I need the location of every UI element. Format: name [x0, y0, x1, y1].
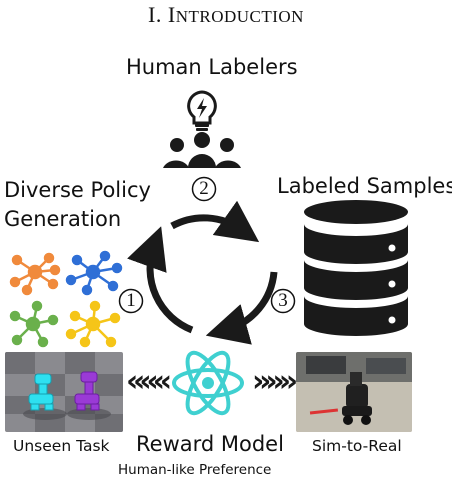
sim-to-real-image	[296, 352, 412, 432]
cycle-arrows-icon	[127, 200, 278, 345]
section-heading: I. INTRODUCTION	[0, 2, 452, 28]
human-labelers-label: Human Labelers	[126, 55, 298, 79]
section-number: I.	[148, 2, 162, 27]
sim-to-real-label: Sim-to-Real	[312, 437, 402, 455]
unseen-task-label: Unseen Task	[13, 437, 110, 455]
reward-model-atom-icon	[172, 350, 244, 416]
diverse-policy-label-line1: Diverse Policy	[4, 178, 151, 202]
reward-model-label: Reward Model	[136, 432, 284, 456]
policy-network-yellow-icon	[65, 300, 121, 348]
step-1-marker	[118, 288, 144, 314]
step-2-label: 2	[199, 178, 209, 199]
step-1-label: 1	[126, 290, 136, 311]
policy-network-blue-icon	[65, 250, 123, 296]
diverse-policy-label-line2: Generation	[4, 207, 122, 231]
left-chevrons-icon: «««	[126, 364, 172, 399]
human-labelers-icon	[163, 90, 241, 168]
labeled-samples-label: Labeled Samples	[277, 174, 452, 198]
step-3-marker	[270, 288, 296, 314]
section-title-rest: NTRODUCTION	[175, 7, 304, 26]
section-title-initial: I	[167, 2, 176, 27]
policy-networks-icon	[9, 250, 123, 348]
policy-network-orange-icon	[9, 252, 61, 296]
step-3-label: 3	[278, 290, 288, 311]
unseen-task-image	[5, 352, 123, 432]
human-like-preference-label: Human-like Preference	[118, 462, 272, 478]
policy-network-green-icon	[9, 300, 59, 348]
database-icon	[304, 200, 408, 336]
right-chevrons-icon: »»»	[252, 364, 298, 399]
step-2-marker	[191, 176, 217, 202]
